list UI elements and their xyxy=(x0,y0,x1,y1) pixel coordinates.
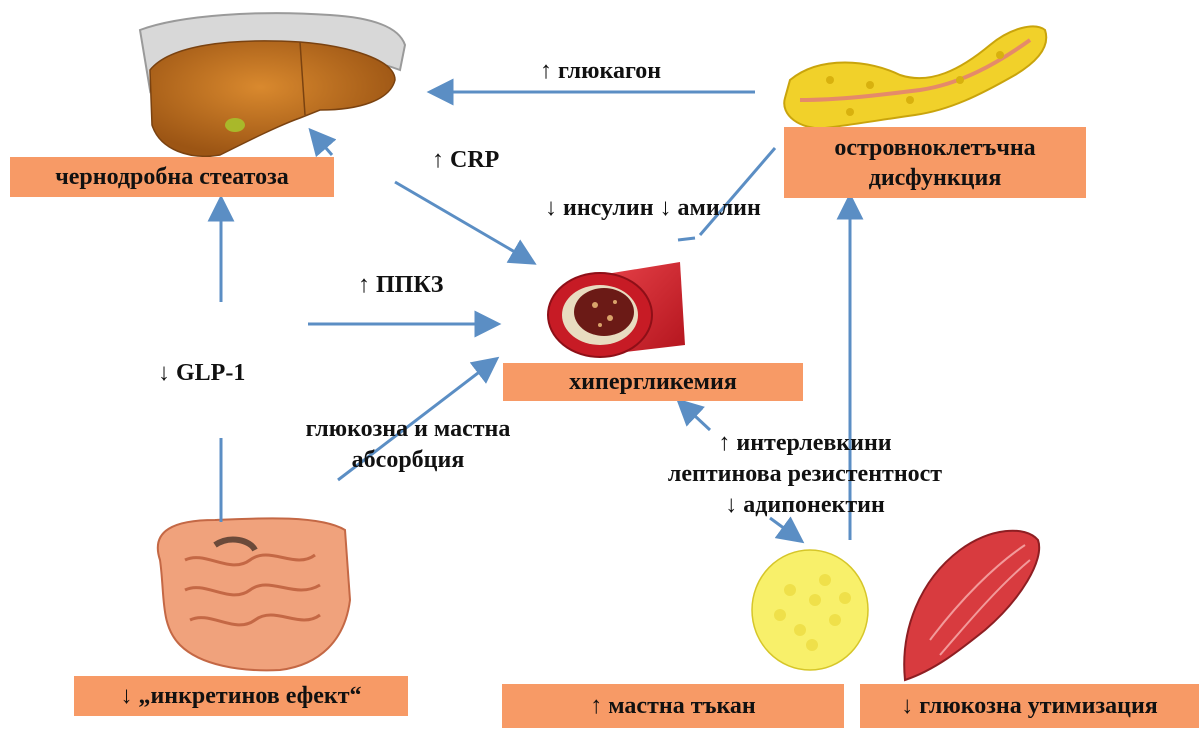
arrow-insulin-tail xyxy=(678,238,695,240)
adipose-tissue-illustration xyxy=(752,550,868,670)
glucose-utilization-box: ↓ глюкозна утимизация xyxy=(860,684,1199,728)
fat-tissue-box: ↑ мастна тъкан xyxy=(502,684,844,728)
islet-dysfunction-line2: дисфункция xyxy=(869,163,1002,193)
glucose-utilization-label: ↓ глюкозна утимизация xyxy=(901,690,1158,722)
absorption-label: глюкозна и мастна абсорбция xyxy=(268,414,548,476)
islet-dysfunction-box: островноклетъчна дисфункция xyxy=(784,127,1086,198)
intestine-illustration xyxy=(158,518,350,670)
arrow-crp xyxy=(395,182,532,262)
muscle-illustration xyxy=(904,531,1039,680)
liver-illustration xyxy=(140,13,405,156)
blood-vessel-illustration xyxy=(548,262,685,357)
ppkz-label: ↑ ППКЗ xyxy=(358,270,443,301)
interleukins-line: ↑ интерлевкини xyxy=(620,428,990,459)
adipokine-label: ↑ интерлевкини лептинова резистентност ↓… xyxy=(620,428,990,521)
fat-tissue-label: ↑ мастна тъкан xyxy=(590,690,756,722)
incretin-effect-label: ↓ „инкретинов ефект“ xyxy=(120,680,361,712)
incretin-effect-box: ↓ „инкретинов ефект“ xyxy=(74,676,408,716)
absorption-line2: абсорбция xyxy=(268,445,548,476)
crp-label: ↑ CRP xyxy=(432,145,499,176)
arrow-liver-top xyxy=(312,132,332,155)
liver-steatosis-label: чернодробна стеатоза xyxy=(55,161,289,193)
liver-steatosis-box: чернодробна стеатоза xyxy=(10,157,334,197)
glp1-label: ↓ GLP-1 xyxy=(158,358,245,389)
insulin-amylin-label: ↓ инсулин ↓ амилин xyxy=(545,193,761,224)
adiponectin-line: ↓ адипонектин xyxy=(620,490,990,521)
islet-dysfunction-line1: островноклетъчна xyxy=(834,133,1035,163)
arrow-interleukins xyxy=(680,402,710,430)
arrow-to-fat xyxy=(770,518,800,540)
absorption-line1: глюкозна и мастна xyxy=(268,414,548,445)
hyperglycemia-box: хипергликемия xyxy=(503,363,803,401)
pancreas-illustration xyxy=(784,26,1046,128)
leptin-line: лептинова резистентност xyxy=(620,459,990,490)
glucagon-label: ↑ глюкагон xyxy=(540,56,661,87)
hyperglycemia-label: хипергликемия xyxy=(569,366,737,398)
